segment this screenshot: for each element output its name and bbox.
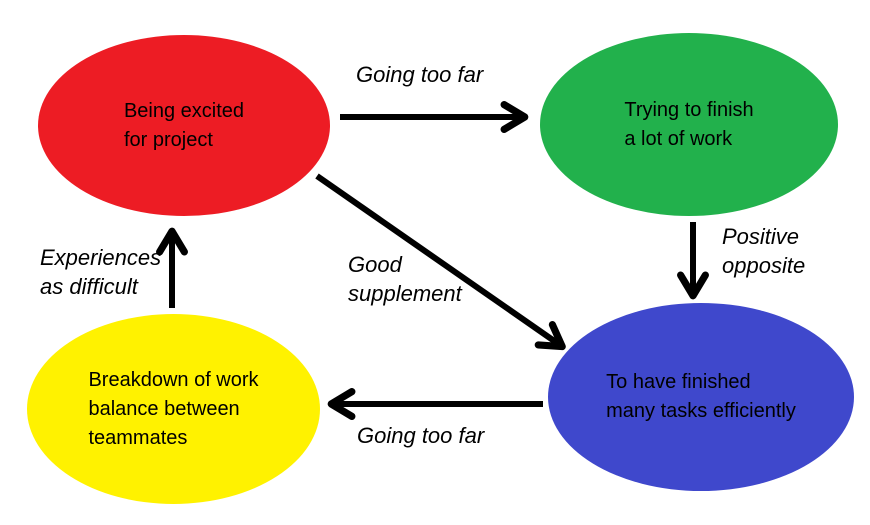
edge-label-line: opposite xyxy=(722,253,806,278)
node-finished-many-tasks-label: To have finished many tasks efficiently xyxy=(606,368,796,426)
node-label-line: for project xyxy=(123,128,213,151)
node-being-excited: Being excited for project xyxy=(38,35,330,216)
node-label-line: To have finished xyxy=(606,371,751,393)
edge-label-line: Positive xyxy=(722,224,800,249)
edge-label-good-supplement: Good supplement xyxy=(348,250,462,308)
node-being-excited-label: Being excited for project xyxy=(124,97,244,155)
node-trying-to-finish: Trying to finish a lot of work xyxy=(540,33,838,216)
node-label-line: balance between xyxy=(88,397,240,420)
edge-label-line: Going too far xyxy=(357,423,485,448)
node-label-line: Being excited xyxy=(123,99,245,122)
node-label-line: teammates xyxy=(88,426,188,449)
edge-label-going-too-far-top: Going too far xyxy=(356,60,483,89)
edge-label-line: Good xyxy=(348,252,402,277)
edge-label-line: as difficult xyxy=(40,274,138,299)
edge-label-line: Experiences xyxy=(40,245,162,270)
edge-label-positive-opposite: Positive opposite xyxy=(722,222,805,280)
edge-label-going-too-far-bottom: Going too far xyxy=(357,421,484,450)
node-label-line: Breakdown of work xyxy=(88,368,259,391)
edge-label-experiences-as-difficult: Experiences as difficult xyxy=(40,243,161,301)
node-finished-many-tasks: To have finished many tasks efficiently xyxy=(548,303,854,491)
node-trying-to-finish-label: Trying to finish a lot of work xyxy=(624,96,753,154)
node-label-line: many tasks efficiently xyxy=(606,400,796,422)
node-breakdown-of-work: Breakdown of work balance between teamma… xyxy=(27,314,320,504)
edge-label-line: Going too far xyxy=(356,62,484,87)
node-label-line: a lot of work xyxy=(624,127,733,150)
node-label-line: Trying to finish xyxy=(624,98,754,121)
edge-label-line: supplement xyxy=(348,281,462,306)
node-breakdown-of-work-label: Breakdown of work balance between teamma… xyxy=(88,366,258,453)
